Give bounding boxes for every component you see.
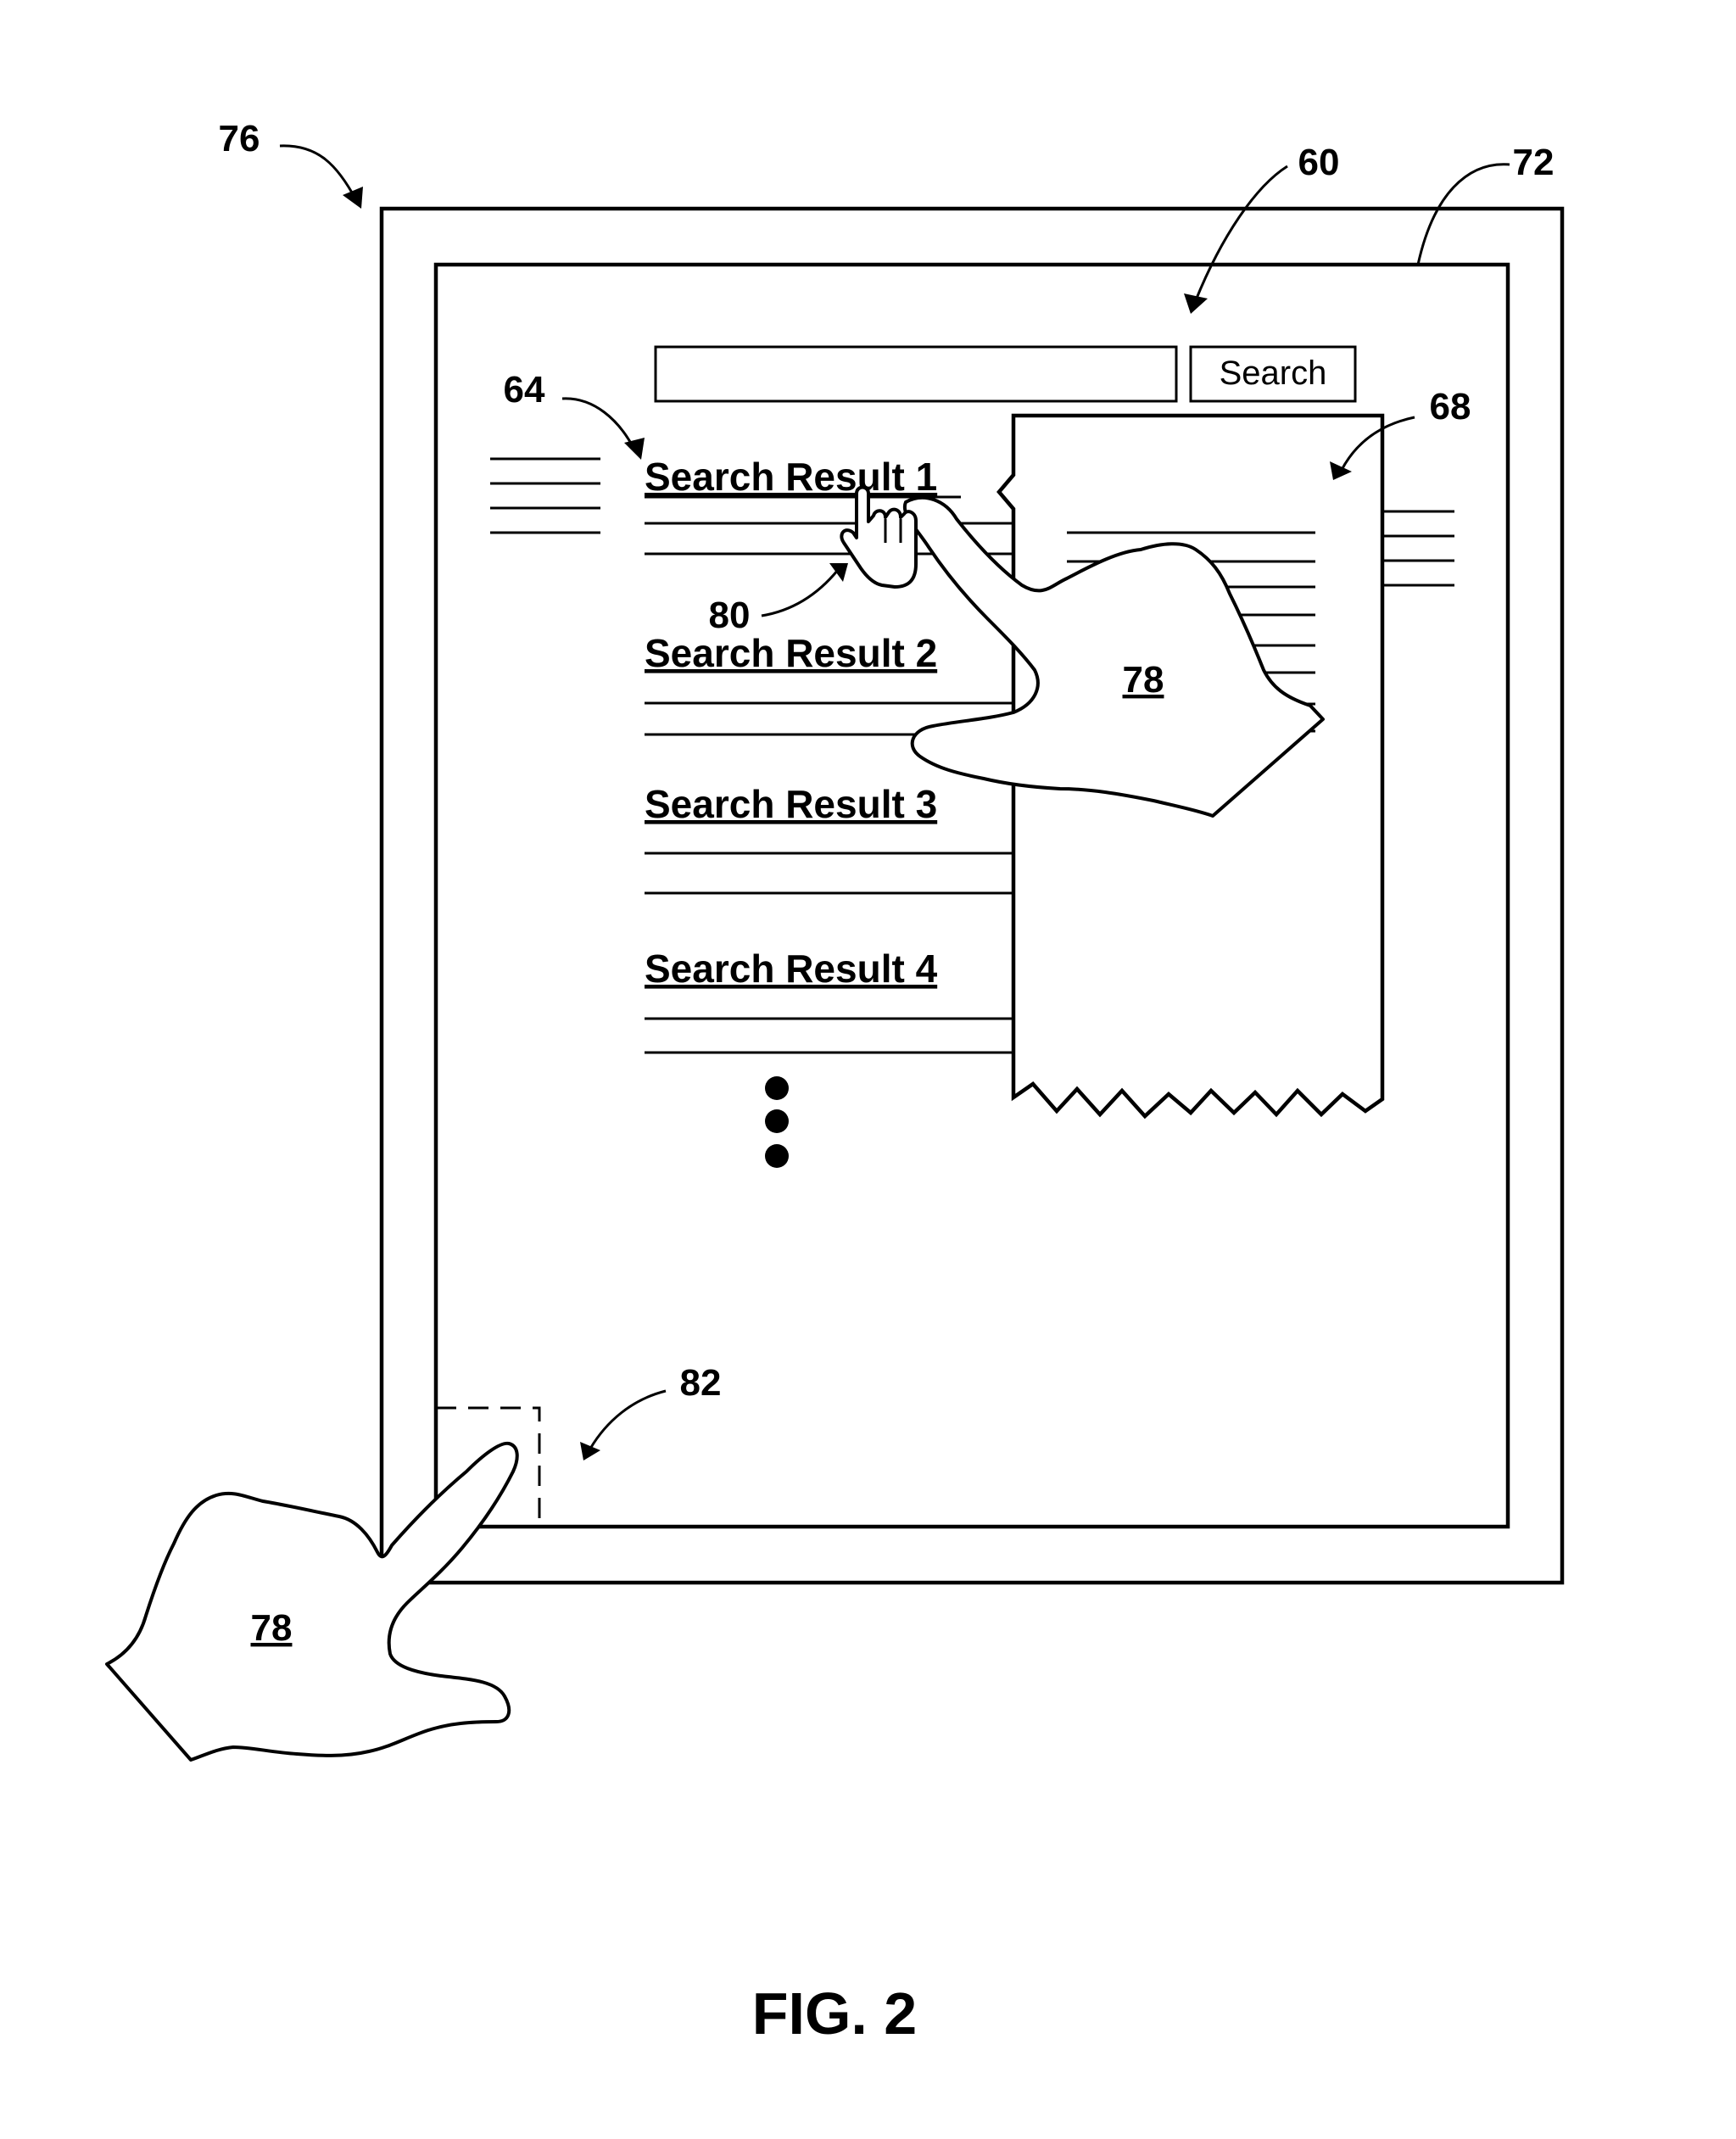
- search-button[interactable]: Search: [1191, 347, 1355, 401]
- result-title[interactable]: Search Result 4: [645, 947, 938, 991]
- search-result-3[interactable]: Search Result 3: [645, 782, 1013, 893]
- svg-text:72: 72: [1513, 142, 1555, 183]
- svg-text:80: 80: [709, 595, 751, 636]
- device-frame: [382, 209, 1562, 1583]
- svg-text:82: 82: [680, 1362, 722, 1404]
- svg-text:68: 68: [1430, 386, 1471, 427]
- svg-text:60: 60: [1298, 142, 1340, 183]
- right-text-lines: [1382, 511, 1454, 585]
- ref-72: 72: [1418, 142, 1554, 265]
- hand-ref-label: 78: [251, 1607, 293, 1649]
- search-result-2[interactable]: Search Result 2: [645, 631, 1013, 734]
- ref-80: 80: [709, 563, 848, 636]
- figure-label: FIG. 2: [752, 1980, 917, 2047]
- ref-76: 76: [219, 118, 363, 209]
- svg-text:64: 64: [504, 369, 545, 410]
- display-screen: [436, 265, 1508, 1527]
- left-text-lines: [490, 459, 600, 533]
- ref-64: 64: [504, 369, 645, 460]
- more-results-ellipsis: [765, 1076, 789, 1168]
- search-button-label: Search: [1220, 355, 1327, 392]
- search-input[interactable]: [656, 347, 1176, 401]
- hand-upper: 78: [905, 498, 1323, 816]
- hand-ref-label: 78: [1123, 659, 1164, 701]
- svg-text:76: 76: [219, 118, 260, 159]
- result-title[interactable]: Search Result 1: [645, 455, 937, 499]
- search-result-4[interactable]: Search Result 4: [645, 947, 1013, 1053]
- hand-lower: 78: [107, 1444, 517, 1760]
- result-title[interactable]: Search Result 3: [645, 782, 937, 826]
- ref-60: 60: [1184, 142, 1339, 314]
- result-title[interactable]: Search Result 2: [645, 631, 937, 675]
- ref-82: 82: [580, 1362, 721, 1460]
